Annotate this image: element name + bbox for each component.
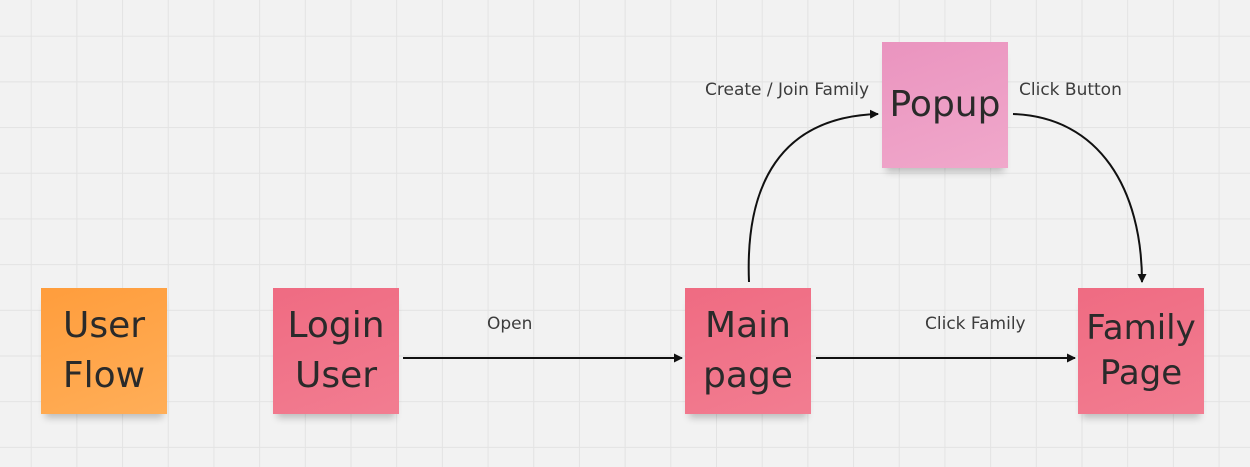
sticky-note-text: Page xyxy=(1099,353,1183,393)
sticky-note-popup[interactable]: Popup xyxy=(882,42,1008,168)
sticky-note-text: Login xyxy=(287,305,385,347)
sticky-note-text: User xyxy=(294,355,378,396)
connector-main-to-popup[interactable] xyxy=(747,109,879,283)
sticky-note-login-user[interactable]: Login User xyxy=(273,288,399,414)
sticky-note-user-flow[interactable]: User Flow xyxy=(41,288,167,414)
connector-label-open[interactable]: Open xyxy=(487,314,533,334)
sticky-note-text: page xyxy=(703,355,793,396)
sticky-note-text: Main xyxy=(705,305,791,347)
connector-label-click-family[interactable]: Click Family xyxy=(925,314,1026,334)
connector-label-create-join-family[interactable]: Create / Join Family xyxy=(705,80,870,100)
connector-popup-to-family[interactable] xyxy=(1012,113,1147,283)
sticky-note-text: Family xyxy=(1086,307,1196,348)
sticky-note-text: Flow xyxy=(62,355,146,396)
sticky-note-main-page[interactable]: Main page xyxy=(685,288,811,414)
sticky-note-family-page[interactable]: Family Page xyxy=(1078,288,1204,414)
sticky-note-text: User xyxy=(62,305,146,347)
sticky-note-text: Popup xyxy=(889,84,1001,126)
connector-label-click-button[interactable]: Click Button xyxy=(1019,80,1122,100)
